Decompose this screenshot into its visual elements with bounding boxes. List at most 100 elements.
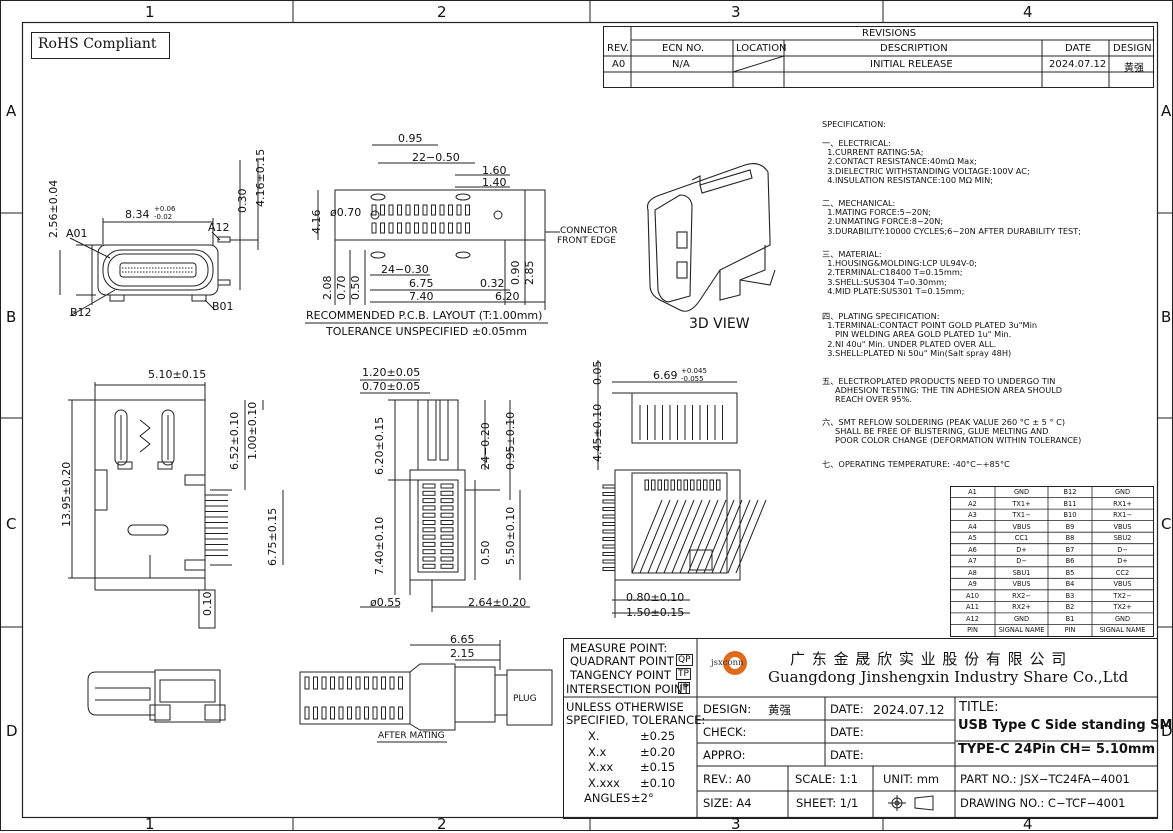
zone-label-A-right: A	[1161, 102, 1172, 120]
pin-table-cell: TX2−	[1113, 591, 1132, 600]
dim-o0-55: ø0.55	[370, 596, 402, 609]
pin-table-header: SIGNAL NAME	[1099, 626, 1146, 635]
hatch-line	[671, 499, 703, 574]
pin-table-cell: GND	[1013, 488, 1030, 496]
terminal-slot	[422, 534, 436, 540]
pcb-pad	[380, 222, 385, 234]
zone-label-D: D	[6, 722, 18, 740]
spec-plating: 四、PLATING SPECIFICATION: 1.TERMINAL:CONT…	[822, 311, 1038, 358]
mating-pin	[304, 706, 310, 720]
dim-0-32: 0.32	[480, 277, 505, 290]
hatch-line	[727, 499, 759, 574]
pin-table-cell: CC1	[1014, 534, 1029, 543]
rev-header: REV.	[607, 43, 629, 54]
hatch-line	[687, 499, 719, 574]
mating-pin	[304, 676, 310, 690]
dim-5-10: 5.10±0.15	[148, 368, 207, 381]
pin-table-cell: VBUS	[1012, 522, 1031, 531]
spec-title: SPECIFICATION:	[822, 119, 886, 129]
rev-field: REV.: A0	[703, 772, 752, 786]
ecn-value: N/A	[672, 59, 690, 70]
dim-6-69: 6.69	[653, 369, 678, 382]
dim-0-50-mid: 0.50	[479, 540, 492, 566]
zone-label-2-bottom: 2	[437, 815, 447, 833]
dim-7-40: 7.40	[409, 290, 434, 303]
spec-tin: 五、ELECTROPLATED PRODUCTS NEED TO UNDERGO…	[822, 376, 1063, 405]
terminal-slot	[440, 534, 454, 540]
pin-table-cell: A3	[968, 511, 977, 520]
spec-temperature: 七、OPERATING TEMPERATURE: -40°C~+85°C	[822, 459, 1010, 469]
rev-value: A0	[612, 59, 626, 70]
side-pin	[602, 492, 616, 496]
side-pin	[602, 514, 616, 519]
unit-field: UNIT: mm	[883, 772, 940, 786]
pcb-pad	[405, 222, 411, 234]
hatch-line	[631, 499, 663, 574]
spec-reflow: 六、SMT REFLOW SOLDERING (PEAK VALUE 260 °…	[822, 417, 1082, 446]
side-pin	[602, 507, 616, 511]
mating-pin	[338, 676, 344, 690]
pin-table-cell: A4	[968, 522, 977, 531]
dim-0-70-pcb: 0.70	[335, 275, 348, 301]
terminal-slot	[422, 541, 436, 547]
description-value: INITIAL RELEASE	[870, 59, 953, 70]
pin-table-cell: A10	[966, 591, 979, 600]
dim-8-34-minus: -0.02	[154, 213, 173, 221]
pin-table-cell: A9	[968, 580, 977, 589]
measure-qp: QP	[676, 654, 693, 666]
tolerance-precision: X.x	[588, 744, 607, 759]
contact-pad	[670, 479, 675, 491]
dim-0-05: 0.05	[591, 360, 604, 386]
hatch-line	[711, 499, 743, 574]
pcb-pad	[465, 204, 470, 216]
mating-pin	[355, 706, 361, 720]
pcb-pad	[414, 204, 419, 216]
pin-table-cell: B9	[1065, 522, 1075, 531]
title-line2: TYPE-C 24Pin CH= 5.10mm	[958, 742, 1156, 757]
dim-6-20: 6.20	[495, 290, 520, 303]
side-pin	[602, 567, 616, 571]
pin-table-cell: A6	[968, 545, 977, 554]
measure-tp: TP	[676, 668, 691, 680]
appro-label: APPRO:	[703, 748, 746, 762]
zone-label-3: 3	[731, 3, 741, 21]
pcb-pad	[448, 204, 453, 216]
design-value: 黄强	[1124, 63, 1144, 74]
mating-pin	[389, 676, 395, 690]
contact-pad	[651, 479, 656, 491]
pcb-pad	[414, 222, 419, 234]
contact-pad	[696, 479, 701, 491]
drawing-no-field: DRAWING NO.: C−TCF−4001	[960, 796, 1126, 810]
pin-table-cell: D−	[1016, 557, 1027, 566]
dim-13-95: 13.95±0.20	[60, 461, 73, 527]
pin-table-header: SIGNAL NAME	[998, 626, 1045, 635]
terminal-slot	[440, 556, 454, 562]
terminal-slot	[440, 563, 454, 569]
dim-2-56: 2.56±0.04	[47, 179, 60, 238]
pin-table-cell: SBU2	[1113, 534, 1132, 543]
location-header: LOCATION	[736, 43, 787, 54]
pin-table-header: PIN	[967, 626, 978, 635]
dim-0-70-mid: 0.70±0.05	[362, 380, 421, 393]
pcb-pad	[448, 222, 453, 234]
terminal-slot	[440, 498, 454, 504]
zone-label-A: A	[6, 102, 17, 120]
pin-table-cell: CC2	[1115, 568, 1130, 577]
hatch-line	[719, 499, 751, 574]
pin-table-cell: RX2−	[1012, 591, 1031, 600]
mating-pin	[330, 706, 335, 720]
pcb-pad	[431, 204, 436, 216]
view-3d-label: 3D VIEW	[689, 316, 750, 332]
pcb-pad	[397, 222, 402, 234]
contact-pad	[709, 479, 714, 491]
terminal-slot	[422, 556, 436, 562]
dim-0-80: 0.80±0.10	[626, 591, 685, 604]
zone-label-B-right: B	[1161, 308, 1172, 326]
pcb-pad	[388, 204, 394, 216]
dim-6-69-plus: +0.045	[681, 367, 707, 375]
pin-table-cell: D+	[1117, 557, 1128, 566]
dim-o0-70: ø0.70	[330, 206, 362, 219]
mating-pin	[313, 676, 318, 690]
mating-pin	[321, 706, 327, 720]
terminal-slot	[440, 549, 454, 555]
